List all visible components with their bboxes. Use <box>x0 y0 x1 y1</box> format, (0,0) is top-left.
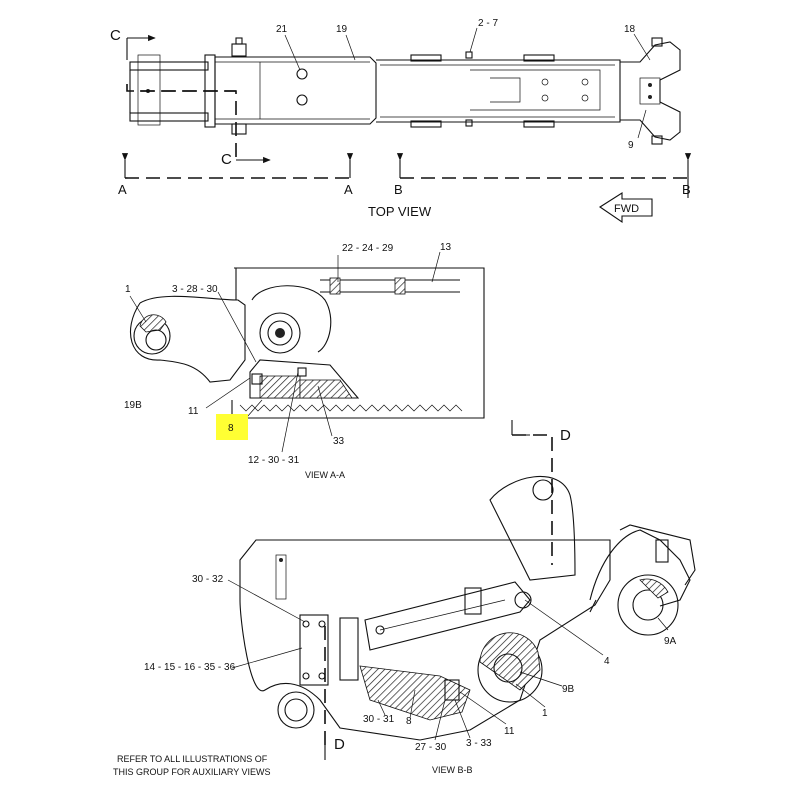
label-9b: 9B <box>562 684 575 695</box>
label-b-right: B <box>682 182 691 197</box>
label-a-right: A <box>344 182 353 197</box>
top-view <box>121 27 692 224</box>
label-27-30: 27 - 30 <box>415 742 447 753</box>
label-8-bb: 8 <box>406 716 412 727</box>
aa-latch <box>249 359 360 399</box>
bb-pin-9b <box>493 653 523 683</box>
boom-body-right <box>376 59 621 123</box>
label-30-32: 30 - 32 <box>192 574 224 585</box>
bb-latch <box>359 665 471 721</box>
fwd-arrow <box>599 191 653 224</box>
label-9a: 9A <box>664 636 677 647</box>
note-line-2: THIS GROUP FOR AUXILIARY VIEWS <box>113 767 271 777</box>
label-2-7: 2 - 7 <box>478 18 498 29</box>
label-30-31: 30 - 31 <box>363 714 395 725</box>
label-11-aa: 11 <box>188 406 199 417</box>
note-line-1: REFER TO ALL ILLUSTRATIONS OF <box>117 754 268 764</box>
label-b-left: B <box>394 182 403 197</box>
label-1-bb: 1 <box>542 708 548 719</box>
top-view-title: TOP VIEW <box>368 204 432 219</box>
aa-pivot-boss <box>259 312 301 354</box>
label-c-top: C <box>110 27 121 44</box>
bb-mount-block <box>299 614 329 686</box>
label-3-33: 3 - 33 <box>466 738 492 749</box>
view-bb <box>227 420 696 760</box>
label-8-highlighted[interactable]: 8 <box>228 423 234 434</box>
label-3-28-30: 3 - 28 - 30 <box>172 284 218 295</box>
boom-body-left <box>214 56 377 125</box>
highlight-8 <box>216 414 248 440</box>
view-aa-title: VIEW A-A <box>305 470 345 480</box>
label-19: 19 <box>336 24 348 35</box>
view-bb-title: VIEW B-B <box>432 765 473 775</box>
label-14-15-16-35-36: 14 - 15 - 16 - 35 - 36 <box>144 662 236 673</box>
label-d-bottom: D <box>334 736 345 753</box>
label-c-bottom: C <box>221 151 232 168</box>
label-18: 18 <box>624 24 636 35</box>
label-22-24-29: 22 - 24 - 29 <box>342 243 394 254</box>
bb-side-plate <box>239 539 611 741</box>
label-33: 33 <box>333 436 345 447</box>
aa-arm-19b <box>130 295 246 383</box>
label-1-aa: 1 <box>125 284 131 295</box>
label-4: 4 <box>604 656 610 667</box>
label-9: 9 <box>628 140 634 151</box>
bb-pin-9a <box>617 574 679 636</box>
clevis-left <box>137 54 161 126</box>
aa-housing <box>234 267 485 419</box>
label-21: 21 <box>276 24 288 35</box>
label-11-bb: 11 <box>504 726 515 737</box>
label-19b: 19B <box>124 400 142 411</box>
bolt-21 <box>296 68 308 80</box>
label-13: 13 <box>440 242 452 253</box>
label-d-top: D <box>560 427 571 444</box>
fwd-label: FWD <box>614 203 639 215</box>
view-aa <box>129 251 485 453</box>
label-a-left: A <box>118 182 127 197</box>
coupler-18 <box>620 41 681 141</box>
label-12-30-31: 12 - 30 - 31 <box>248 455 300 466</box>
